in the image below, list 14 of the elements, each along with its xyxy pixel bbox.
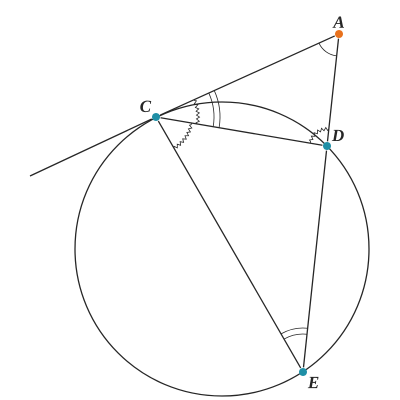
node-label: E bbox=[308, 376, 319, 388]
node-label: C bbox=[140, 100, 152, 112]
node-label: D bbox=[332, 130, 344, 142]
node-label: A bbox=[332, 16, 344, 28]
line bbox=[160, 35, 336, 116]
point: C bbox=[140, 100, 160, 121]
line bbox=[160, 117, 323, 146]
line bbox=[326, 38, 340, 142]
line bbox=[302, 150, 328, 368]
point: E bbox=[299, 368, 318, 388]
line bbox=[158, 120, 302, 368]
line bbox=[30, 118, 152, 177]
point: A bbox=[332, 16, 344, 38]
point: D bbox=[323, 130, 344, 150]
